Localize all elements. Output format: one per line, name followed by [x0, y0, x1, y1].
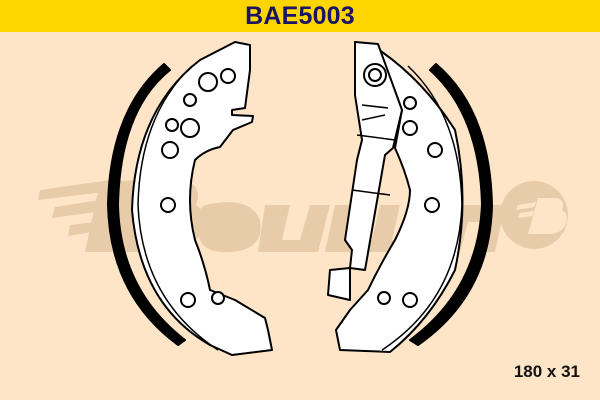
brake-shoe-drawing [38, 41, 568, 356]
header-bar: BAE5003 [0, 0, 600, 32]
dimension-label: 180 x 31 [513, 362, 580, 381]
part-number-title: BAE5003 [245, 2, 355, 30]
left-brake-shoe [107, 41, 273, 356]
right-brake-shoe [327, 41, 493, 353]
